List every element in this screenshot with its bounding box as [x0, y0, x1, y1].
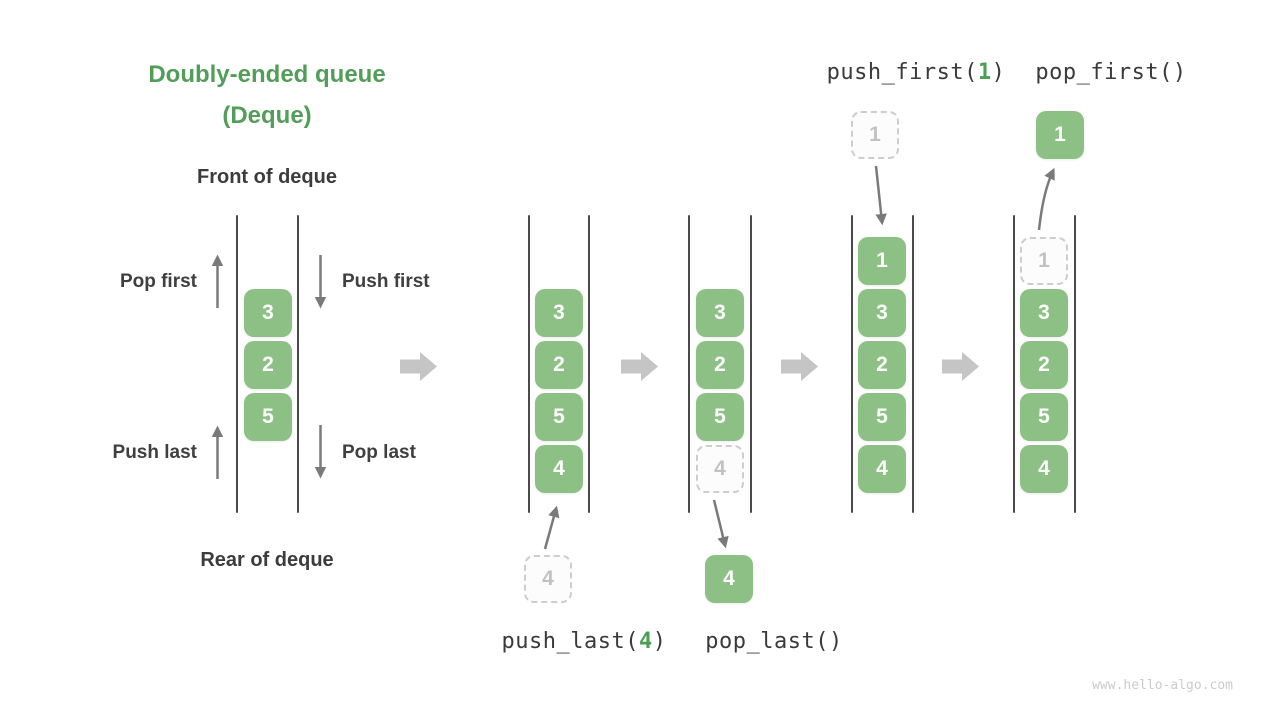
pop-first-remove-arrow-icon [1037, 167, 1055, 231]
push-last-operation-label: push_last(4) [474, 629, 694, 654]
deque-wall [688, 215, 690, 513]
deque-wall [528, 215, 530, 513]
flow-right-arrow-icon [400, 352, 437, 381]
removed-cell-ghost: 1 [1020, 237, 1068, 285]
deque-cell: 3 [858, 289, 906, 337]
pop-first-label: Pop first [119, 271, 197, 292]
pop-last-operation-label: pop_last() [705, 629, 843, 654]
flow-right-arrow-icon [621, 352, 658, 381]
deque-wall [1013, 215, 1015, 513]
page-title: Doubly-ended queue (Deque) [117, 54, 417, 136]
deque-cell: 5 [696, 393, 744, 441]
deque-cell: 4 [1020, 445, 1068, 493]
op-text: push_last( [501, 629, 639, 654]
rear-of-deque-label: Rear of deque [200, 549, 334, 571]
pop-last-label: Pop last [342, 442, 416, 463]
deque-cell: 5 [244, 393, 292, 441]
deque-cell: 3 [244, 289, 292, 337]
front-of-deque-label: Front of deque [197, 166, 337, 188]
push-last-insert-arrow-icon [543, 505, 560, 550]
op-text: ) [652, 629, 667, 654]
deque-wall [912, 215, 914, 513]
watermark: www.hello-algo.com [1092, 678, 1233, 693]
deque-wall [297, 215, 299, 513]
flow-right-arrow-icon [942, 352, 979, 381]
deque-cell: 2 [858, 341, 906, 389]
deque-cell: 5 [535, 393, 583, 441]
deque-wall [236, 215, 238, 513]
op-text: ) [991, 60, 1006, 85]
deque-cell: 3 [1020, 289, 1068, 337]
page-title-line2: (Deque) [222, 102, 312, 129]
deque-cell: 4 [535, 445, 583, 493]
deque-wall [1074, 215, 1076, 513]
deque-cell: 2 [244, 341, 292, 389]
deque-cell: 5 [1020, 393, 1068, 441]
pop-first-operation-label: pop_first() [1035, 60, 1187, 85]
deque-cell: 2 [1020, 341, 1068, 389]
deque-cell: 5 [858, 393, 906, 441]
deque-wall [851, 215, 853, 513]
deque-cell: 3 [535, 289, 583, 337]
push-last-label: Push last [112, 442, 197, 463]
deque-wall [588, 215, 590, 513]
push-first-operation-label: push_first(1) [806, 60, 1026, 85]
popped-cell: 1 [1036, 111, 1084, 159]
popped-cell: 4 [705, 555, 753, 603]
op-argument: 1 [977, 60, 992, 85]
push-first-insert-arrow-icon [874, 165, 887, 226]
op-argument: 4 [638, 629, 653, 654]
op-text: push_first( [826, 60, 978, 85]
deque-cell: 1 [858, 237, 906, 285]
incoming-cell-ghost: 4 [524, 555, 572, 603]
deque-cell: 2 [535, 341, 583, 389]
deque-cell: 2 [696, 341, 744, 389]
page-title-line1: Doubly-ended queue [148, 61, 386, 88]
incoming-cell-ghost: 1 [851, 111, 899, 159]
flow-right-arrow-icon [781, 352, 818, 381]
pop-last-remove-arrow-icon [712, 499, 729, 549]
deque-cell: 3 [696, 289, 744, 337]
deque-wall [750, 215, 752, 513]
deque-cell: 4 [858, 445, 906, 493]
push-first-label: Push first [342, 271, 430, 292]
removed-cell-ghost: 4 [696, 445, 744, 493]
